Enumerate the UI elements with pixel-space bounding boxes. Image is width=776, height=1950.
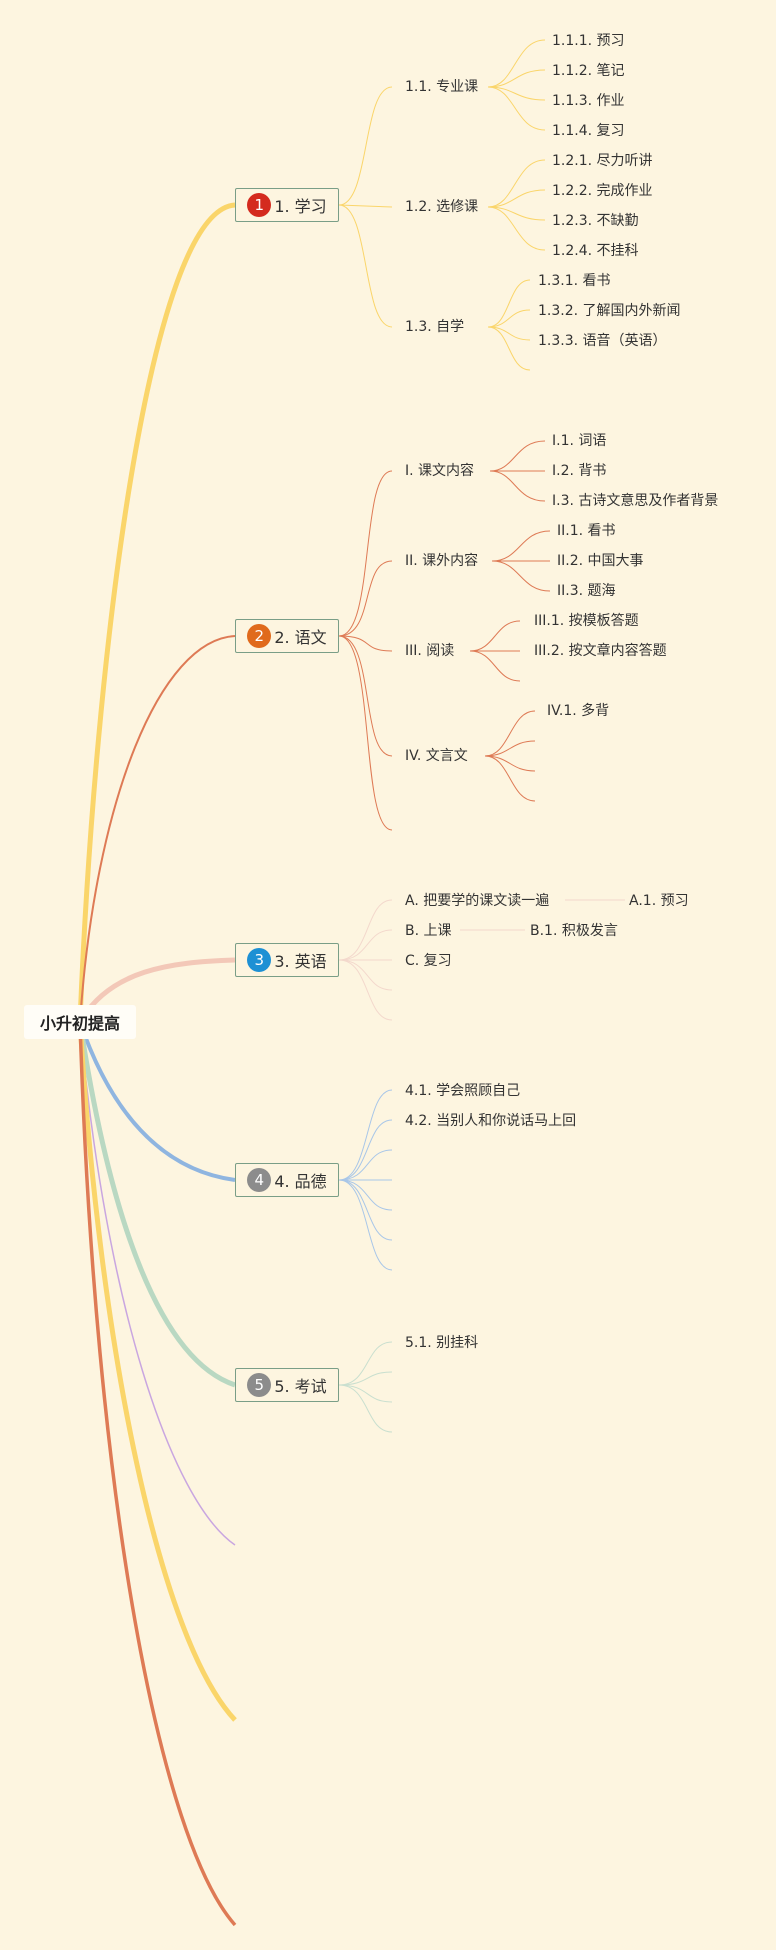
subtopic[interactable]: 1.2.4. 不挂科 [552,243,639,259]
subtopic[interactable]: 1.2.2. 完成作业 [552,183,653,199]
topic-zhuanyeke[interactable]: 1.1. 专业课 [405,79,479,95]
subtopic[interactable]: III.1. 按模板答题 [534,613,639,629]
number-badge-icon: 3 [247,948,272,972]
branch-pinde[interactable]: 4 4. 品德 [235,1163,339,1197]
subtopic[interactable]: 1.1.1. 预习 [552,33,625,49]
branch-label: 3. 英语 [274,952,327,971]
topic-kewai[interactable]: II. 课外内容 [405,553,479,569]
number-badge-icon: 2 [247,624,272,648]
subtopic[interactable]: 1.3.1. 看书 [538,273,611,289]
number-badge-icon: 5 [247,1373,272,1397]
topic-guake[interactable]: 5.1. 别挂科 [405,1335,479,1351]
subtopic[interactable]: II.1. 看书 [557,523,616,539]
connector-root-xuexi [77,202,236,1023]
subtopic[interactable]: B.1. 积极发言 [530,923,618,939]
subtopic[interactable]: 1.3.2. 了解国内外新闻 [538,303,681,319]
connector-root-kaoshi [77,1021,236,1388]
root-node[interactable]: 小升初提高 [24,1005,136,1039]
branch-label: 4. 品德 [274,1172,327,1191]
branch-label: 2. 语文 [274,628,327,647]
subtopic[interactable]: II.2. 中国大事 [557,553,644,569]
number-badge-icon: 1 [247,193,272,217]
subtopic[interactable]: 1.1.3. 作业 [552,93,625,109]
subtopic[interactable]: I.2. 背书 [552,463,607,479]
topic-yuedu[interactable]: III. 阅读 [405,643,455,659]
subtopic[interactable]: II.3. 题海 [557,583,616,599]
connector-empty-yellow [77,1021,237,1722]
branch-label: 1. 学习 [274,197,327,216]
topic-shuohua[interactable]: 4.2. 当别人和你说话马上回 [405,1113,577,1129]
subtopic[interactable]: 1.3.3. 语音（英语） [538,333,667,349]
topic-zixue[interactable]: 1.3. 自学 [405,319,465,335]
subtopic[interactable]: 1.2.1. 尽力听讲 [552,153,653,169]
subtopic[interactable]: 1.2.3. 不缺勤 [552,213,639,229]
topic-dukewen[interactable]: A. 把要学的课文读一遍 [405,893,550,909]
topic-wenyanwen[interactable]: IV. 文言文 [405,748,468,764]
topic-kewen[interactable]: I. 课文内容 [405,463,475,479]
branch-xuexi[interactable]: 1 1. 学习 [235,188,339,222]
subtopic[interactable]: III.2. 按文章内容答题 [534,643,667,659]
branch-yuwen[interactable]: 2 2. 语文 [235,619,339,653]
subtopic[interactable]: 1.1.4. 复习 [552,123,625,139]
subtopic[interactable]: A.1. 预习 [629,893,689,909]
number-badge-icon: 4 [247,1168,272,1192]
subtopic[interactable]: I.1. 词语 [552,433,607,449]
topic-shangke[interactable]: B. 上课 [405,923,452,939]
branch-label: 5. 考试 [274,1377,327,1396]
connector-root-yuwen [79,635,236,1023]
branch-kaoshi[interactable]: 5 5. 考试 [235,1368,339,1402]
connector-root-pinde [78,1021,236,1182]
connector-empty-purple [79,1021,236,1546]
subtopic[interactable]: 1.1.2. 笔记 [552,63,625,79]
subtopic[interactable]: I.3. 古诗文意思及作者背景 [552,493,719,509]
topic-xuanxiuke[interactable]: 1.2. 选修课 [405,199,479,215]
connector-empty-orange [78,1021,237,1927]
branch-yingyu[interactable]: 3 3. 英语 [235,943,339,977]
subtopic[interactable]: IV.1. 多背 [547,703,610,719]
topic-fuxi[interactable]: C. 复习 [405,953,452,969]
topic-zhaogu[interactable]: 4.1. 学会照顾自己 [405,1083,521,1099]
